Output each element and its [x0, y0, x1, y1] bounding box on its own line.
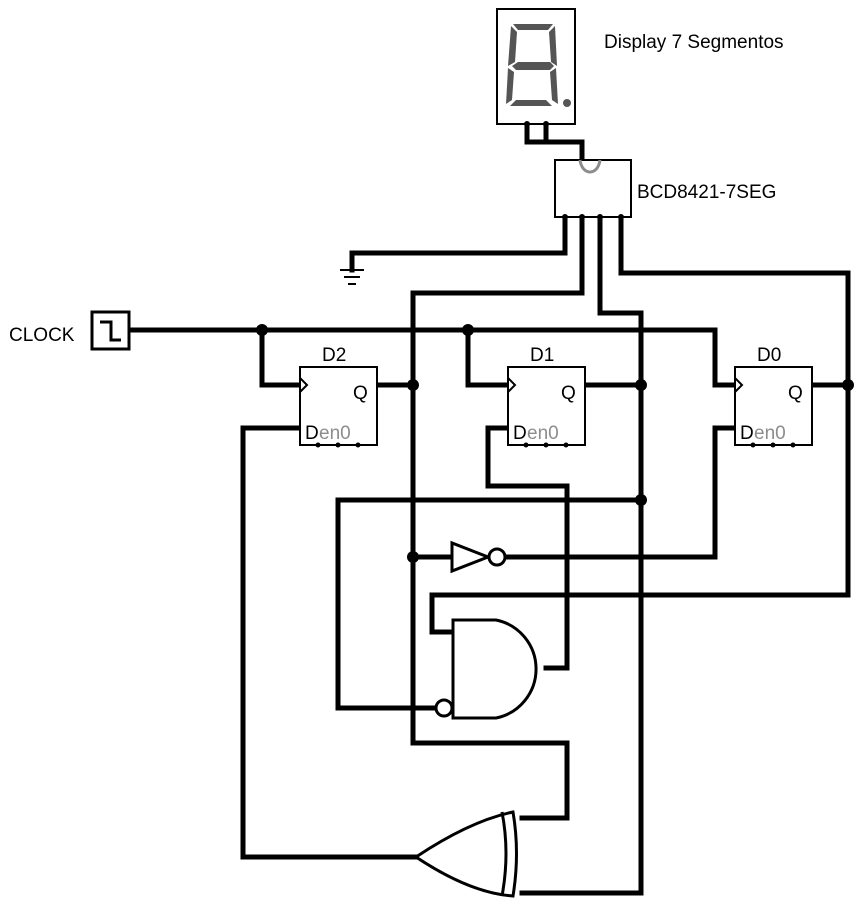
q1-to-and-wire — [335, 497, 644, 711]
junction-dot — [635, 494, 647, 506]
not-gate-icon[interactable] — [450, 540, 507, 574]
junction-dot — [635, 379, 647, 391]
flipflop-d1-q: Q — [561, 383, 576, 404]
flipflop-d0[interactable] — [734, 366, 813, 448]
not-wires — [410, 425, 738, 560]
bcd-decoder-icon[interactable] — [554, 159, 632, 220]
flipflop-d2-d: D — [305, 423, 319, 444]
flipflop-d1-d: D — [513, 423, 527, 444]
q2-wire — [374, 215, 585, 821]
flipflop-d2-en: en0 — [319, 423, 351, 444]
clock-source-icon[interactable] — [90, 310, 131, 351]
flipflop-d1[interactable] — [507, 366, 586, 448]
flipflop-d0-d: D — [740, 423, 754, 444]
junction-dot — [842, 379, 854, 391]
and-to-d1-wire — [485, 425, 570, 671]
clock-wire — [127, 327, 738, 388]
xor-to-d2-wire — [240, 425, 418, 860]
wires — [127, 121, 851, 896]
decoder-label: BCD8421-7SEG — [637, 182, 776, 203]
clock-label: CLOCK — [9, 325, 75, 346]
ground-icon — [340, 269, 364, 285]
junction-dot — [256, 324, 268, 336]
flipflop-d1-en: en0 — [527, 423, 559, 444]
display-link-wire — [524, 121, 585, 163]
display-title: Display 7 Segmentos — [604, 32, 784, 53]
junction-dot — [462, 324, 474, 336]
flipflop-d2-q: Q — [353, 383, 368, 404]
flipflop-d2[interactable] — [299, 366, 378, 448]
flipflop-d0-name: D0 — [757, 345, 781, 366]
flipflop-d1-name: D1 — [530, 345, 554, 366]
and-gate-icon[interactable] — [434, 618, 538, 720]
flipflop-d2-name: D2 — [322, 345, 346, 366]
seven-segment-display-icon[interactable] — [496, 8, 576, 127]
q1-wire — [519, 215, 644, 896]
flipflop-d0-en: en0 — [754, 423, 786, 444]
junction-dot — [407, 379, 419, 391]
flipflop-d0-q: Q — [788, 383, 803, 404]
junction-dot — [407, 551, 419, 563]
xor-gate-icon[interactable] — [413, 810, 518, 898]
ground-wire — [349, 215, 568, 273]
junctions — [256, 324, 854, 563]
